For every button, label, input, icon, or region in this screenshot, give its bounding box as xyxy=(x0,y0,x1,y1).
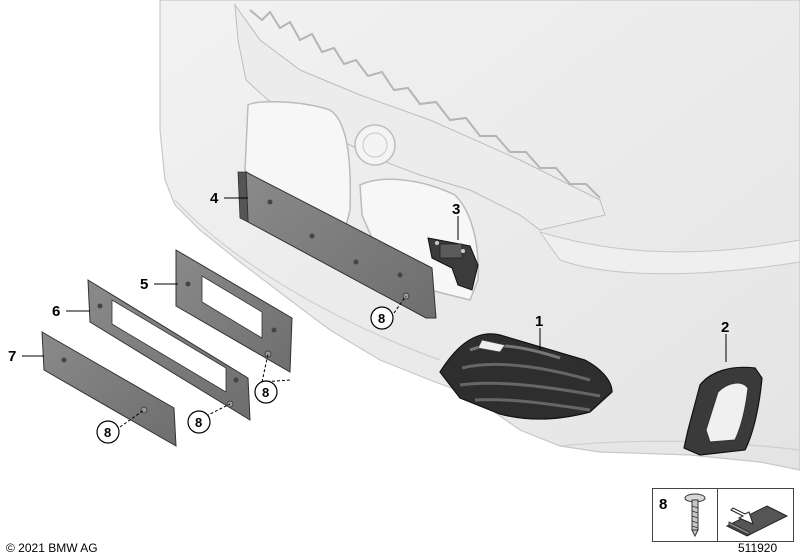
part-plate-frame xyxy=(87,279,251,421)
legend-divider xyxy=(717,489,718,541)
drawing-number: 511920 xyxy=(738,541,778,555)
callout-1: 1 xyxy=(535,313,543,330)
part-plate-cover xyxy=(41,331,177,447)
screw-callout-frame: 8 xyxy=(187,410,211,434)
callout-3: 3 xyxy=(452,201,460,218)
callout-6: 6 xyxy=(52,303,60,320)
callout-5: 5 xyxy=(140,276,148,293)
screw-callout-cover: 8 xyxy=(96,420,120,444)
copyright: © 2021 BMW AG xyxy=(6,541,98,555)
callout-2: 2 xyxy=(721,319,729,336)
legend-part-number: 8 xyxy=(659,496,668,513)
bumper-body xyxy=(159,0,800,471)
part-grille-insert-left xyxy=(439,333,613,420)
part-plate-base-window xyxy=(175,249,293,373)
part-air-inlet-right xyxy=(683,366,763,456)
screw-icon xyxy=(684,493,706,538)
legend-box: 8 xyxy=(652,488,794,542)
part-plate-base-upper xyxy=(237,171,437,319)
callout-7: 7 xyxy=(8,348,16,365)
callout-4: 4 xyxy=(210,190,219,207)
svg-text:8: 8 xyxy=(104,425,111,440)
screw-callout-window-plate: 8 xyxy=(254,380,278,404)
part-bracket xyxy=(427,237,479,291)
leader-lines xyxy=(22,197,727,428)
svg-text:8: 8 xyxy=(195,415,202,430)
svg-text:8: 8 xyxy=(378,311,385,326)
screw-callout-upper-plate: 8 xyxy=(370,306,394,330)
svg-text:8: 8 xyxy=(262,385,269,400)
mounting-plate-icon xyxy=(725,505,789,537)
